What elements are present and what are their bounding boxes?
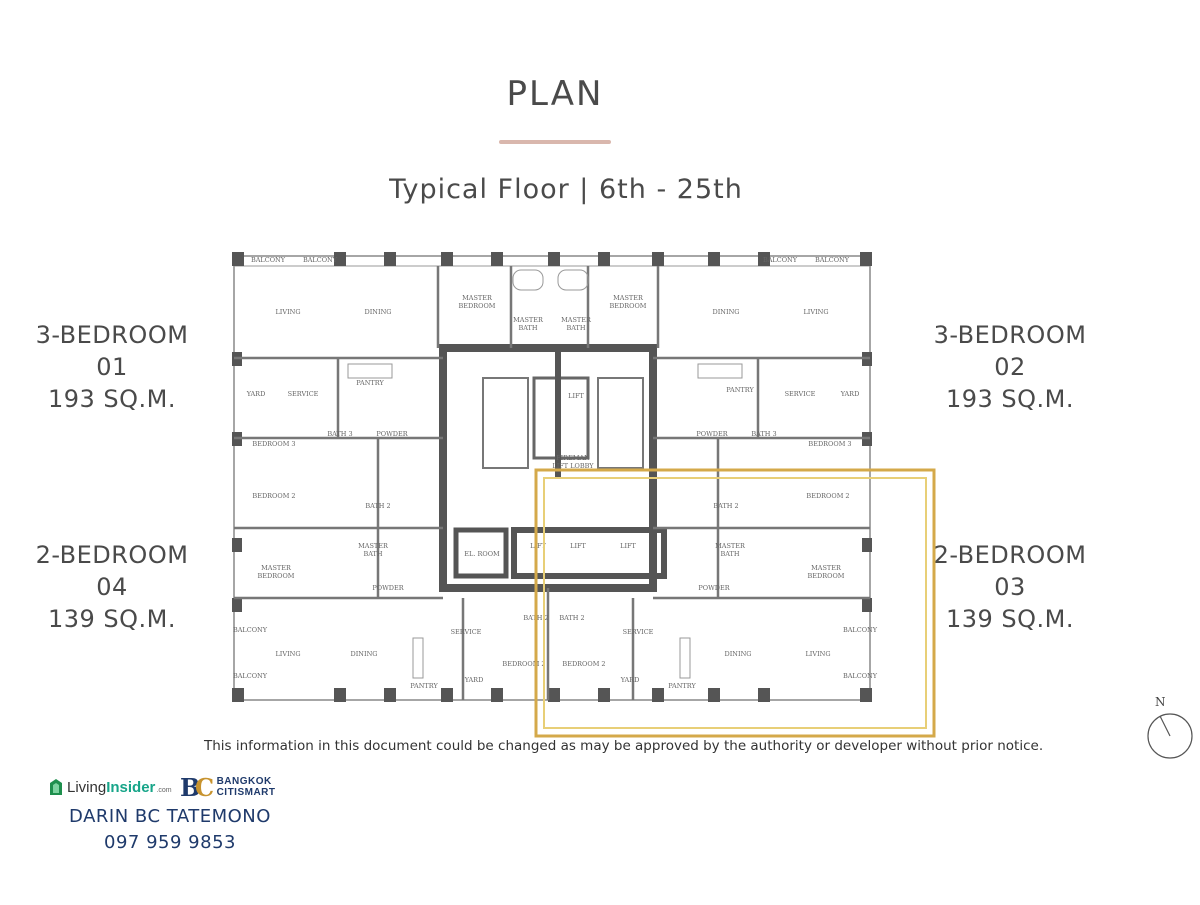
svg-text:MASTER: MASTER xyxy=(715,542,746,550)
svg-text:YARD: YARD xyxy=(840,390,860,398)
page-title: PLAN xyxy=(506,74,604,114)
svg-text:MASTER: MASTER xyxy=(261,564,292,572)
svg-text:C: C xyxy=(195,774,214,800)
svg-text:DINING: DINING xyxy=(725,650,752,658)
svg-text:LIVING: LIVING xyxy=(805,650,830,658)
plan-label-bedroom3: BEDROOM 3 xyxy=(252,440,295,448)
plan-label-living: LIVING xyxy=(275,308,300,316)
svg-text:BALCONY: BALCONY xyxy=(233,626,268,634)
svg-text:N: N xyxy=(1155,695,1166,709)
svg-text:BATH 2: BATH 2 xyxy=(713,502,738,510)
plan-label-bath3: BATH 3 xyxy=(327,430,352,438)
svg-text:POWDER: POWDER xyxy=(698,584,730,592)
svg-text:POWDER: POWDER xyxy=(696,430,728,438)
svg-text:B: B xyxy=(180,774,200,800)
svg-text:POWDER: POWDER xyxy=(372,584,404,592)
svg-text:MASTER: MASTER xyxy=(561,316,592,324)
svg-text:PANTRY: PANTRY xyxy=(668,682,696,690)
svg-text:LIFT: LIFT xyxy=(570,542,586,550)
svg-text:BALCONY: BALCONY xyxy=(843,672,878,680)
svg-text:MASTER: MASTER xyxy=(358,542,389,550)
plan-label-powder: POWDER xyxy=(376,430,408,438)
svg-text:DINING: DINING xyxy=(351,650,378,658)
svg-text:BATH: BATH xyxy=(566,324,585,332)
svg-text:DINING: DINING xyxy=(713,308,740,316)
plan-label-bedroom2: BEDROOM 2 xyxy=(252,492,295,500)
svg-text:MASTER: MASTER xyxy=(513,316,544,324)
agent-phone: 097 959 9853 xyxy=(104,832,236,853)
svg-text:BATH 3: BATH 3 xyxy=(751,430,776,438)
disclaimer-notice: This information in this document could … xyxy=(204,738,1044,754)
svg-text:BALCONY: BALCONY xyxy=(843,626,878,634)
plan-label-yard: YARD xyxy=(246,390,266,398)
svg-text:BEDROOM 2: BEDROOM 2 xyxy=(562,660,605,668)
svg-text:BALCONY: BALCONY xyxy=(763,256,798,264)
plan-label-balcony: BALCONY xyxy=(251,256,286,264)
svg-text:BEDROOM 3: BEDROOM 3 xyxy=(808,440,851,448)
svg-text:BEDROOM: BEDROOM xyxy=(459,302,496,310)
floor-subtitle: Typical Floor | 6th - 25th xyxy=(389,174,743,205)
svg-text:BEDROOM: BEDROOM xyxy=(258,572,295,580)
svg-text:BEDROOM: BEDROOM xyxy=(610,302,647,310)
svg-text:BATH: BATH xyxy=(720,550,739,558)
svg-text:MASTER: MASTER xyxy=(613,294,644,302)
svg-text:BALCONY: BALCONY xyxy=(303,256,338,264)
unit-03-highlight-frame xyxy=(534,468,936,738)
svg-text:LIVING: LIVING xyxy=(275,650,300,658)
livinginsider-wordmark: LivingInsider.com xyxy=(67,778,172,796)
agent-name: DARIN BC TATEMONO xyxy=(69,806,271,827)
svg-text:LIFT: LIFT xyxy=(530,542,546,550)
plan-label-dining: DINING xyxy=(365,308,392,316)
plan-label-el-room: EL. ROOM xyxy=(464,550,500,558)
north-compass-icon: N xyxy=(1147,695,1193,759)
svg-text:BALCONY: BALCONY xyxy=(233,672,268,680)
svg-text:BATH: BATH xyxy=(363,550,382,558)
svg-text:SERVICE: SERVICE xyxy=(785,390,816,398)
svg-text:LIFT: LIFT xyxy=(620,542,636,550)
svg-text:BEDROOM 2: BEDROOM 2 xyxy=(806,492,849,500)
plan-label-lift: LIFT xyxy=(568,392,584,400)
svg-text:BEDROOM 2: BEDROOM 2 xyxy=(502,660,545,668)
plan-label-bath2: BATH 2 xyxy=(365,502,390,510)
svg-text:FIREMAN: FIREMAN xyxy=(556,454,590,462)
svg-text:BATH: BATH xyxy=(518,324,537,332)
svg-text:MASTER: MASTER xyxy=(462,294,493,302)
title-divider xyxy=(499,140,611,144)
svg-text:PANTRY: PANTRY xyxy=(410,682,438,690)
svg-text:SERVICE: SERVICE xyxy=(451,628,482,636)
svg-text:BATH 2: BATH 2 xyxy=(559,614,584,622)
partitions xyxy=(234,266,870,700)
bangkok-citismart-logo-icon: B C xyxy=(180,774,214,800)
svg-text:PANTRY: PANTRY xyxy=(726,386,754,394)
svg-text:LIFT LOBBY: LIFT LOBBY xyxy=(552,462,594,470)
floor-plan: BALCONY BALCONY BALCONY BALCONY LIVING D… xyxy=(232,252,936,738)
svg-text:SERVICE: SERVICE xyxy=(623,628,654,636)
svg-text:YARD: YARD xyxy=(620,676,640,684)
livinginsider-logo-icon xyxy=(50,779,62,795)
svg-text:BEDROOM: BEDROOM xyxy=(808,572,845,580)
svg-text:YARD: YARD xyxy=(464,676,484,684)
plan-label-pantry: PANTRY xyxy=(356,379,384,387)
svg-text:MASTER: MASTER xyxy=(811,564,842,572)
svg-text:LIVING: LIVING xyxy=(803,308,828,316)
plan-label-service: SERVICE xyxy=(288,390,319,398)
svg-text:BALCONY: BALCONY xyxy=(815,256,850,264)
